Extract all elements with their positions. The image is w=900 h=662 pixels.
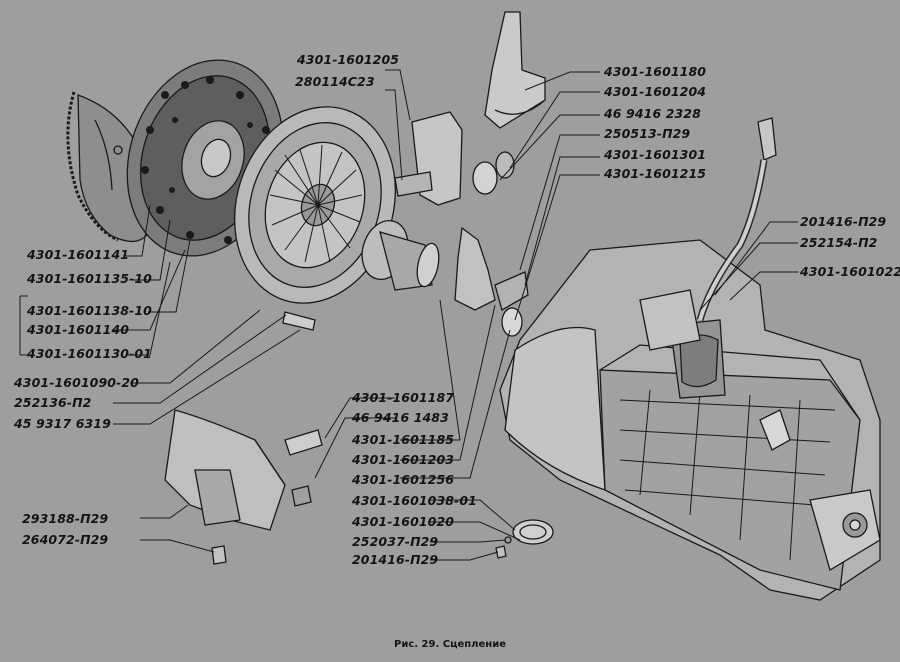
part-label-4301-1601256: 4301-1601256	[352, 472, 455, 487]
part-label-46-9416-1483: 46 9416 1483	[352, 410, 449, 425]
part-label-252136-p2: 252136-П2	[14, 395, 92, 410]
gearbox	[499, 239, 881, 601]
part-label-201416-p29-bottom: 201416-П29	[352, 552, 439, 567]
part-label-4301-1601301: 4301-1601301	[604, 147, 707, 162]
leader-lines	[19, 69, 798, 561]
part-label-4301-1601204: 4301-1601204	[604, 84, 707, 99]
part-label-4301-1601022: 4301-1601022	[800, 264, 900, 279]
part-label-4301-1601090-20: 4301-1601090-20	[14, 375, 139, 390]
part-label-4301-1601038-01: 4301-1601038-01	[352, 493, 477, 508]
part-label-252037-p29: 252037-П29	[352, 534, 439, 549]
fork-lever	[484, 11, 546, 129]
release-fork	[454, 226, 529, 337]
part-label-264072-p29: 264072-П29	[22, 532, 109, 547]
part-label-4301-1601130-01: 4301-1601130-01	[27, 346, 152, 361]
part-label-4301-1601205: 4301-1601205	[297, 52, 400, 67]
part-label-45-9317-6319: 45 9317 6319	[14, 416, 111, 431]
part-label-250513-p29: 250513-П29	[604, 126, 691, 141]
part-label-4301-1601020: 4301-1601020	[352, 514, 455, 529]
part-label-280114c23: 280114С23	[295, 74, 375, 89]
pressure-plate	[233, 106, 397, 304]
part-label-46-9416-2328: 46 9416 2328	[604, 106, 701, 121]
clutch-housing-cover	[164, 409, 286, 531]
part-label-4301-1601138-10: 4301-1601138-10	[27, 303, 152, 318]
part-label-4301-1601187: 4301-1601187	[352, 390, 455, 405]
part-label-293188-p29: 293188-П29	[22, 511, 109, 526]
release-bearing	[361, 220, 440, 291]
part-label-4301-1601215: 4301-1601215	[604, 166, 707, 181]
part-label-4301-1601140: 4301-1601140	[27, 322, 130, 337]
part-label-4301-1601141: 4301-1601141	[27, 247, 130, 262]
fork-block	[394, 111, 515, 206]
part-label-4301-1601185: 4301-1601185	[352, 432, 455, 447]
gear-lever	[696, 117, 777, 321]
part-label-4301-1601180: 4301-1601180	[604, 64, 707, 79]
part-label-4301-1601203: 4301-1601203	[352, 452, 455, 467]
figure-caption: Рис. 29. Сцепление	[394, 639, 506, 650]
part-label-252154-p2: 252154-П2	[800, 235, 878, 250]
part-label-4301-1601135-10: 4301-1601135-10	[27, 271, 152, 286]
small-parts	[211, 311, 554, 565]
part-label-201416-p29-top: 201416-П29	[800, 214, 887, 229]
